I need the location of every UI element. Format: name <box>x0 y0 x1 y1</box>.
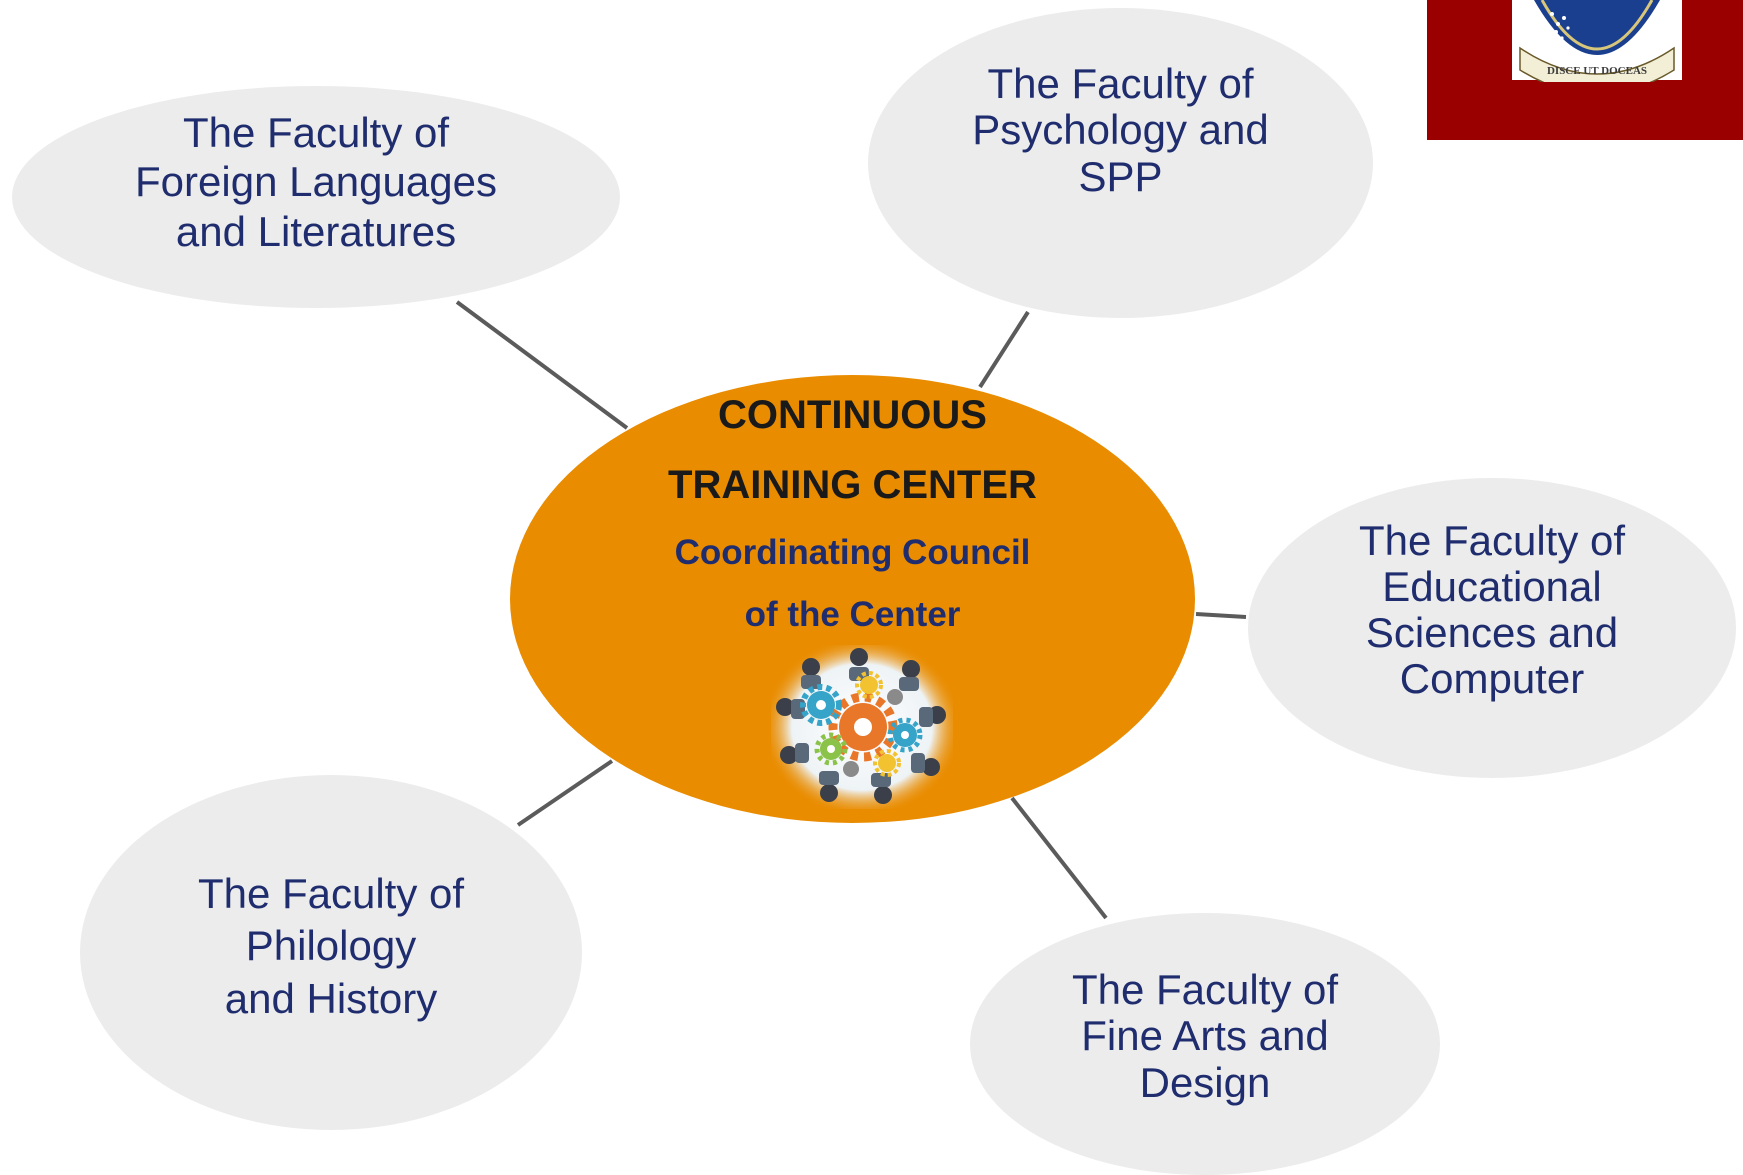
university-logo: DISCE UT DOCEAS <box>1427 0 1743 140</box>
faculty-fine-arts-label: The Faculty of Fine Arts and Design <box>1072 967 1338 1106</box>
faculty-philology-bubble: The Faculty of Philology and History <box>80 775 582 1130</box>
connector-foreign-languages <box>455 300 629 430</box>
faculty-educational-sciences-bubble: The Faculty of Educational Sciences and … <box>1248 478 1736 778</box>
faculty-line: Foreign Languages <box>135 158 497 206</box>
faculty-philology-label: The Faculty of Philology and History <box>198 868 464 1026</box>
faculty-line: and Literatures <box>175 207 457 255</box>
center-subtitle-line: of the Center <box>744 595 961 634</box>
faculty-line: SPP <box>1078 152 1163 200</box>
university-seal-icon: DISCE UT DOCEAS <box>1512 0 1682 82</box>
faculty-line: Fine Arts and <box>1081 1012 1329 1060</box>
meeting-gears-image <box>771 645 953 809</box>
center-title-line: TRAINING CENTER <box>668 463 1037 507</box>
continuous-training-center-node: CONTINUOUS TRAINING CENTER Coordinating … <box>510 375 1195 823</box>
faculty-foreign-languages-bubble: The Faculty of Foreign Languages and Lit… <box>12 86 620 308</box>
faculty-line: The Faculty of <box>987 60 1254 108</box>
logo-motto: DISCE UT DOCEAS <box>1547 65 1647 77</box>
faculty-line: Educational <box>1382 562 1602 610</box>
connector-philology <box>516 759 614 827</box>
faculty-line: Psychology and <box>972 106 1269 154</box>
faculty-line: The Faculty of <box>182 108 450 156</box>
faculty-line: The Faculty of <box>197 869 465 917</box>
faculty-fine-arts-bubble: The Faculty of Fine Arts and Design <box>970 913 1440 1175</box>
connector-psychology <box>978 310 1030 389</box>
faculty-line: and History <box>224 974 438 1022</box>
faculty-line: Design <box>1139 1058 1271 1106</box>
faculty-psychology-bubble: The Faculty of Psychology and SPP <box>868 8 1373 318</box>
faculty-psychology-label: The Faculty of Psychology and SPP <box>972 61 1269 200</box>
faculty-line: Sciences and <box>1365 609 1619 656</box>
connector-fine-arts <box>1010 796 1108 920</box>
center-subtitle-line: Coordinating Council <box>674 533 1031 572</box>
connector-educational-sciences <box>1195 612 1247 619</box>
faculty-educational-sciences-label: The Faculty of Educational Sciences and … <box>1358 516 1626 703</box>
faculty-line: Computer <box>1399 655 1585 703</box>
faculty-line: The Faculty of <box>1358 516 1626 564</box>
faculty-line: The Faculty of <box>1071 966 1339 1014</box>
center-title-line: CONTINUOUS <box>718 393 987 437</box>
faculty-line: Philology <box>245 922 417 970</box>
faculty-foreign-languages-label: The Faculty of Foreign Languages and Lit… <box>135 108 497 257</box>
